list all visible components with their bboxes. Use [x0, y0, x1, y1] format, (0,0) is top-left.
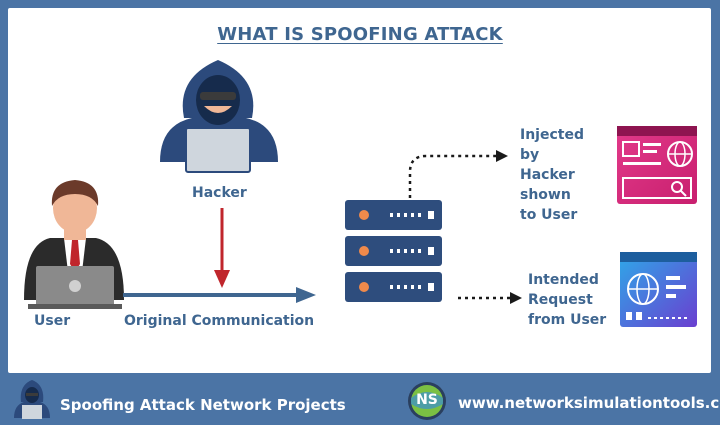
hacker-label: Hacker: [192, 185, 247, 201]
ns-logo: [408, 382, 446, 420]
real-webpage-icon: [620, 252, 697, 327]
injected-label: Injected by Hacker shown to User: [520, 127, 584, 223]
hacker-icon: [160, 60, 278, 173]
server-icon: [345, 200, 442, 302]
content-panel: [8, 8, 711, 373]
original-communication-arrow: [123, 287, 316, 303]
footer-url[interactable]: www.networksimulationtools.com: [458, 394, 720, 412]
injected-dotted-arrow: [408, 150, 508, 198]
intended-label: Intended Request from User: [528, 272, 607, 328]
footer-hacker-icon: [14, 380, 50, 419]
page-title: WHAT IS SPOOFING ATTACK: [217, 24, 503, 45]
interception-arrow: [214, 208, 230, 288]
intended-dotted-arrow: [458, 292, 522, 304]
fake-webpage-icon: [617, 126, 697, 204]
footer-title: Spoofing Attack Network Projects: [60, 396, 346, 414]
original-communication-label: Original Communication: [124, 313, 315, 329]
user-icon: [24, 180, 124, 309]
user-label: User: [34, 313, 71, 329]
ns-logo-text: NS: [416, 392, 438, 408]
